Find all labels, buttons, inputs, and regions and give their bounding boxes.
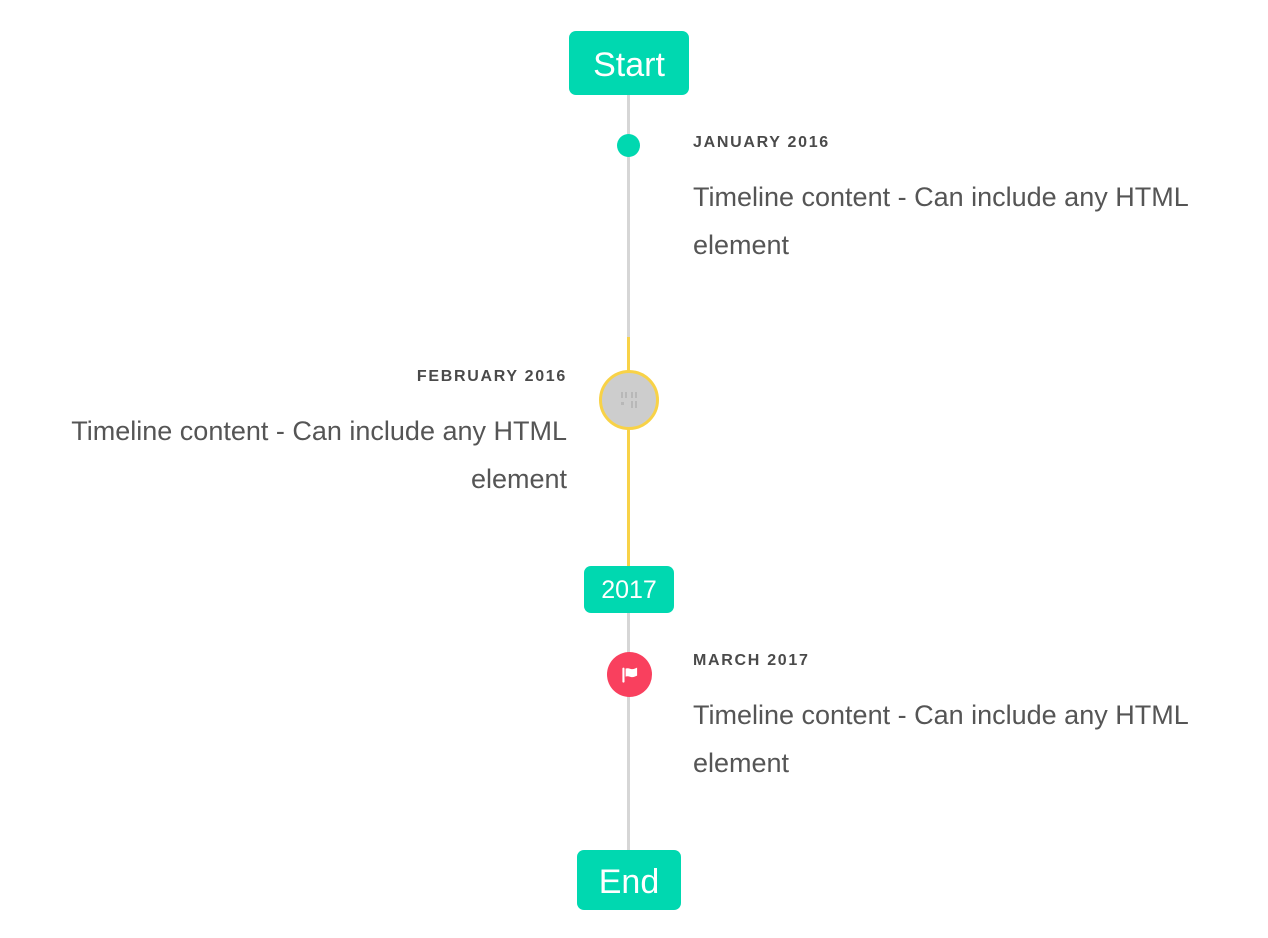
timeline-entry-january-2016: January 2016 Timeline content - Can incl… — [693, 131, 1233, 269]
timeline-end-badge[interactable]: End — [577, 850, 681, 910]
timeline-start-badge[interactable]: Start — [569, 31, 689, 95]
timeline-line-segment-highlight — [627, 337, 630, 568]
broken-image-icon — [620, 392, 638, 408]
timeline-marker-flag[interactable] — [607, 652, 652, 697]
timeline-line-segment-top — [627, 95, 630, 337]
timeline-entry-date: February 2016 — [416, 368, 567, 385]
timeline-entry-body: Timeline content - Can include any HTML … — [693, 182, 1188, 261]
flag-icon — [621, 667, 637, 683]
timeline-entry-february-2016: February 2016 Timeline content - Can inc… — [35, 365, 567, 503]
timeline-entry-body: Timeline content - Can include any HTML … — [693, 700, 1188, 779]
timeline-entry-date: March 2017 — [693, 652, 810, 669]
timeline-entry-march-2017: March 2017 Timeline content - Can includ… — [693, 649, 1233, 787]
timeline-marker-broken-image-icon[interactable] — [599, 370, 659, 430]
timeline-line-segment-bottom — [627, 613, 630, 850]
timeline-year-badge[interactable]: 2017 — [584, 566, 674, 613]
timeline-entry-body: Timeline content - Can include any HTML … — [71, 416, 567, 495]
timeline-marker-dot-icon[interactable] — [617, 134, 640, 157]
timeline-entry-date: January 2016 — [693, 134, 830, 151]
